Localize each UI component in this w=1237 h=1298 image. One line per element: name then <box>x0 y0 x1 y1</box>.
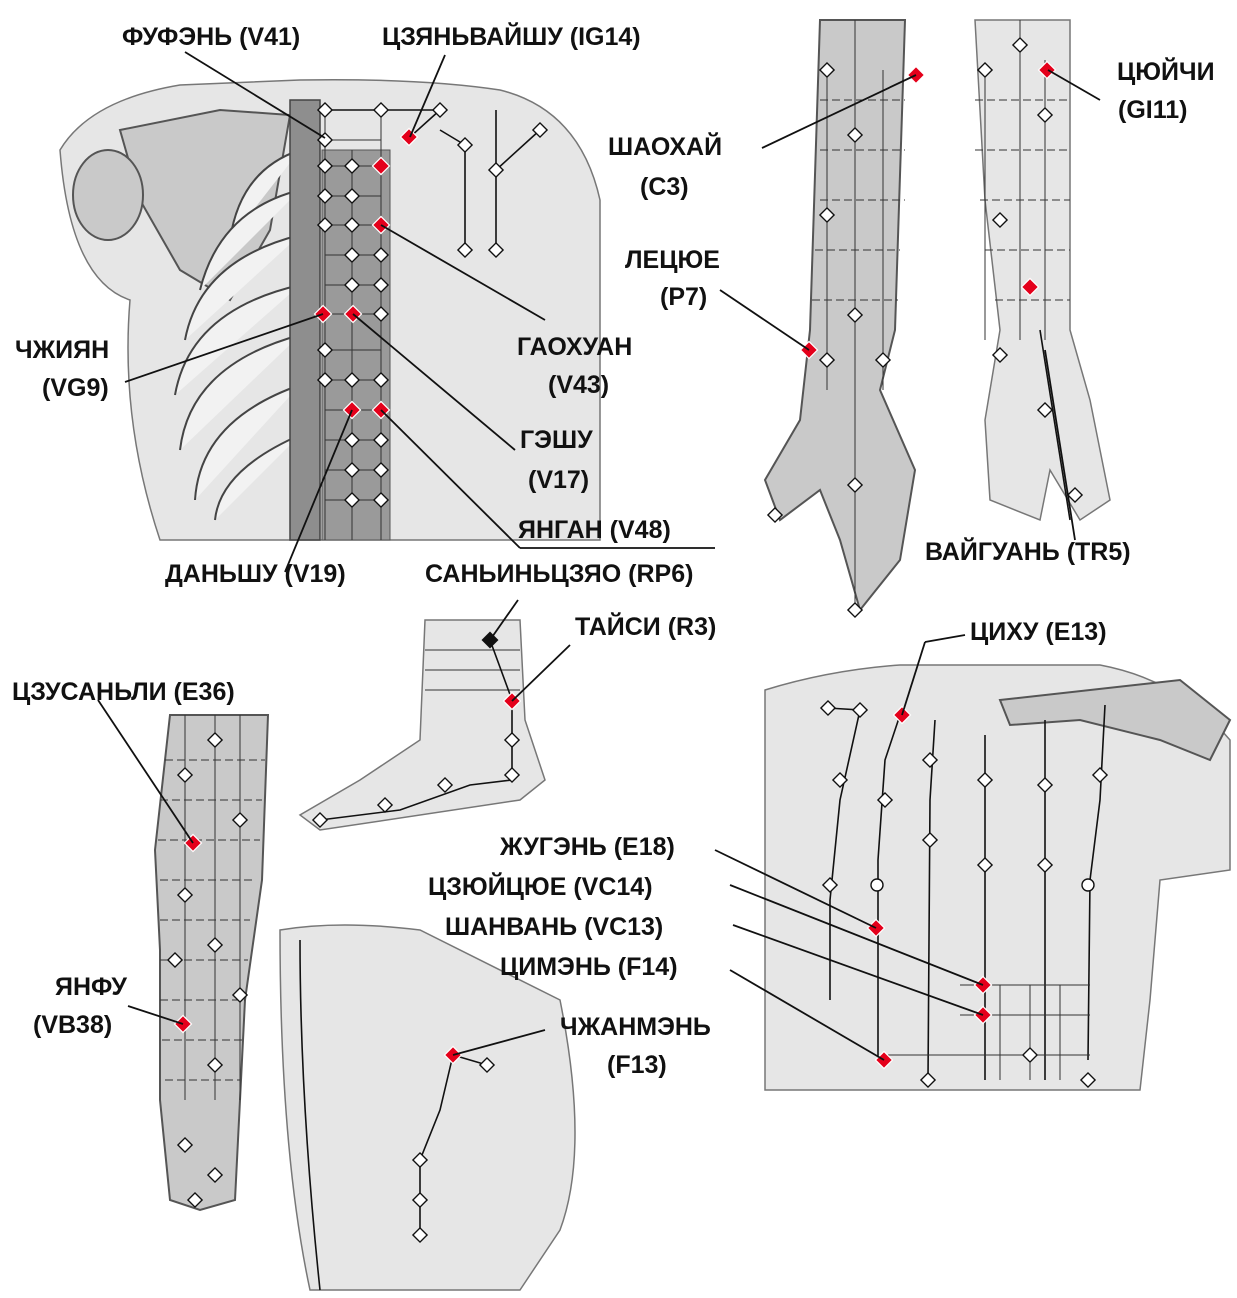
forearm-figures <box>765 20 1110 617</box>
label-yanfu-name: ЯНФУ <box>55 973 127 1001</box>
label-tszyanvayshu: ЦЗЯНЬВАЙШУ (IG14) <box>382 21 641 51</box>
label-gaohuan-code: (V43) <box>548 371 609 399</box>
label-chzhanmen-code: (F13) <box>607 1051 667 1079</box>
label-letsyue-code: (Р7) <box>660 283 707 311</box>
label-gaohuan-name: ГАОХУАН <box>517 333 632 361</box>
label-sanyintszyao: САНЬИНЬЦЗЯО (RP6) <box>425 560 693 588</box>
label-shaohay-code: (С3) <box>640 173 689 201</box>
label-shanvan: ШАНВАНЬ (VC13) <box>445 913 663 941</box>
chest-figure <box>765 665 1230 1090</box>
label-letsyue-name: ЛЕЦЮЕ <box>625 246 720 274</box>
label-tsyuychi-code: (GI11) <box>1118 96 1187 124</box>
label-tszyuytsyue: ЦЗЮЙЦЮЕ (VC14) <box>428 871 653 901</box>
label-taysi: ТАЙСИ (R3) <box>575 611 716 641</box>
label-chzhanmen-name: ЧЖАНМЭНЬ <box>560 1013 711 1041</box>
label-tsihu: ЦИХУ (Е13) <box>970 618 1107 646</box>
label-shaohay-name: ШАОХАЙ <box>608 131 722 161</box>
label-danshu: ДАНЬШУ (V19) <box>165 560 346 588</box>
label-zhugen: ЖУГЭНЬ (Е18) <box>499 833 675 861</box>
label-fufen: ФУФЭНЬ (V41) <box>122 23 300 51</box>
label-tszusanli: ЦЗУСАНЬЛИ (Е36) <box>12 678 235 706</box>
label-geshu-code: (V17) <box>528 466 589 494</box>
label-chzhiyan-name: ЧЖИЯН <box>15 336 109 364</box>
leg-figure <box>155 715 268 1210</box>
label-chzhiyan-code: (VG9) <box>42 374 109 402</box>
label-yanfu-code: (VB38) <box>33 1011 112 1039</box>
label-geshu-name: ГЭШУ <box>520 426 593 454</box>
left-forearm <box>765 20 915 610</box>
label-tsyuychi-name: ЦЮЙЧИ <box>1117 56 1215 86</box>
back-torso-figure <box>60 80 600 540</box>
label-vayguan: ВАЙГУАНЬ (TR5) <box>925 536 1131 566</box>
label-yangan: ЯНГАН (V48) <box>518 516 671 544</box>
foot-figure <box>300 620 545 830</box>
label-tsimen: ЦИМЭНЬ (F14) <box>500 953 678 981</box>
